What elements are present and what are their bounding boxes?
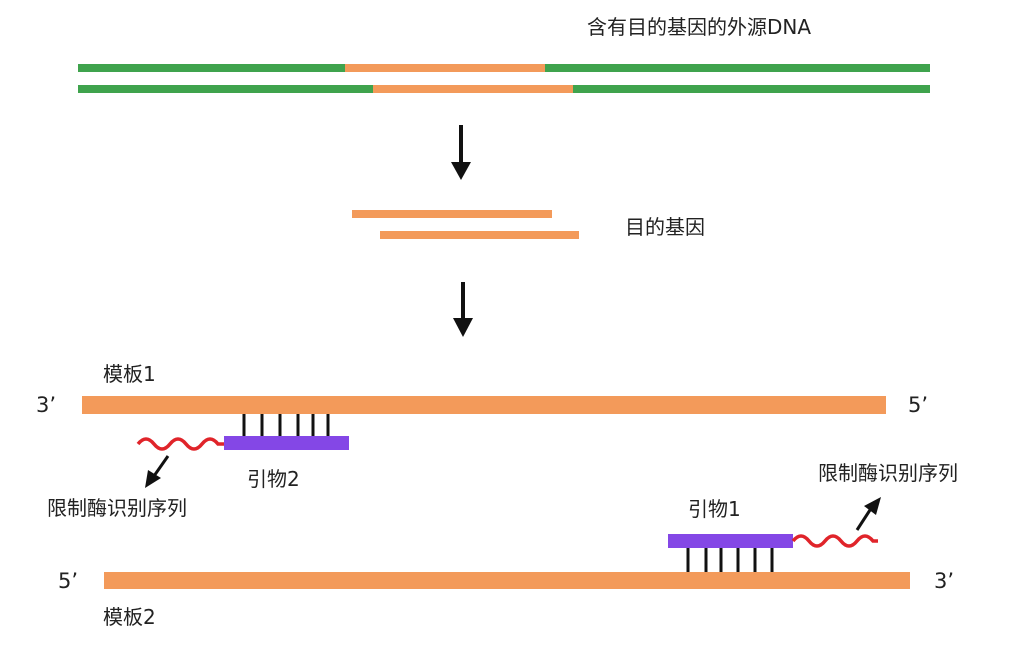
- primer1-label: 引物1: [688, 497, 741, 521]
- restriction-site-right-label: 限制酶识别序列: [818, 461, 958, 485]
- template1-label: 模板1: [103, 362, 156, 386]
- foreign-dna: [78, 64, 930, 93]
- foreign-dna-bottom-target-segment: [373, 85, 573, 93]
- template2-right-end-label: 3’: [934, 569, 955, 593]
- template1-right-end-label: 5’: [908, 393, 929, 417]
- pointer-arrow-right-icon: [855, 497, 881, 531]
- template2-label: 模板2: [103, 605, 156, 629]
- template1-left-end-label: 3’: [36, 393, 57, 417]
- target-gene-strand-top: [352, 210, 552, 218]
- primer2-base-pairs: [242, 414, 330, 438]
- template2-strand: [104, 572, 910, 589]
- primer2-label: 引物2: [247, 467, 300, 491]
- pointer-arrow-left-icon: [145, 455, 170, 488]
- down-arrow-icon: [451, 125, 471, 180]
- template2-left-end-label: 5’: [58, 569, 79, 593]
- template1-strand: [82, 396, 886, 414]
- primer2-bar: [224, 436, 349, 450]
- target-gene-strand-bottom: [380, 231, 579, 239]
- foreign-dna-label: 含有目的基因的外源DNA: [587, 15, 812, 39]
- target-gene-fragment: [352, 210, 579, 239]
- restriction-site-left-tail: [136, 437, 224, 451]
- restriction-site-left-label: 限制酶识别序列: [47, 496, 187, 520]
- down-arrow-icon: [453, 282, 473, 337]
- target-gene-label: 目的基因: [625, 215, 705, 239]
- primer1-bar: [668, 534, 793, 548]
- primer1-base-pairs: [686, 548, 774, 572]
- foreign-dna-top-target-segment: [345, 64, 545, 72]
- restriction-site-right-tail: [791, 534, 878, 548]
